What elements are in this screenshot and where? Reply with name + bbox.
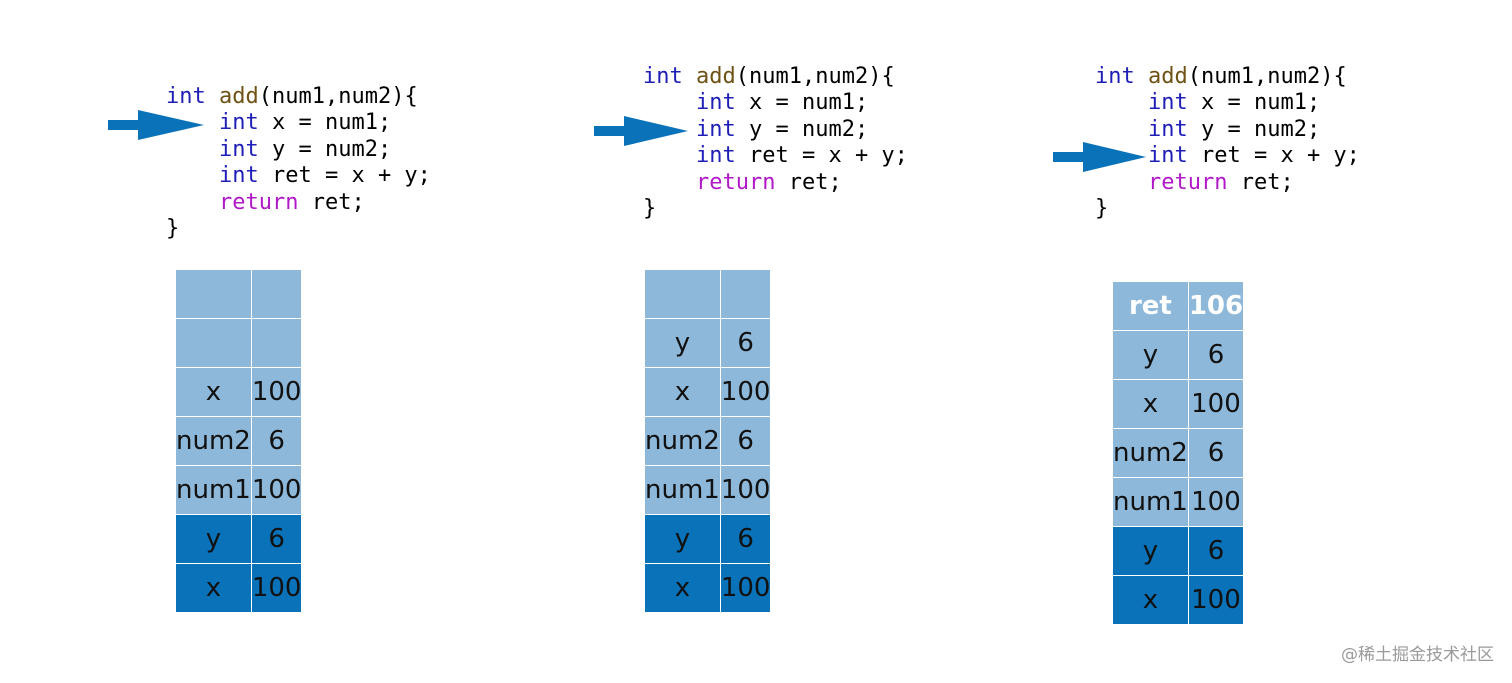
var-value-cell: 6 xyxy=(719,416,772,466)
execution-arrow-1 xyxy=(108,110,204,140)
var-name-cell xyxy=(175,269,252,319)
var-name-cell: num1 xyxy=(1112,477,1189,527)
var-value-cell xyxy=(250,318,303,368)
code-line-2: int x = num1; xyxy=(695,90,869,116)
var-value-cell: 106 xyxy=(1187,281,1245,331)
var-value-cell: 6 xyxy=(1187,330,1245,380)
var-name-cell: x xyxy=(175,367,252,417)
stack-row xyxy=(175,318,303,368)
stack-row xyxy=(644,269,772,319)
code-block-2: int add(num1,num2){ int x = num1; int y … xyxy=(643,64,908,222)
var-name-cell: x xyxy=(175,563,252,613)
code-block-1: int add(num1,num2){ int x = num1; int y … xyxy=(166,84,431,242)
code-line-5: return ret; xyxy=(1147,169,1294,195)
var-name-cell: y xyxy=(175,514,252,564)
var-value-cell xyxy=(719,269,772,319)
code-line-3: int y = num2; xyxy=(695,116,869,142)
var-name-cell: x xyxy=(1112,379,1189,429)
code-line-4: int ret = x + y; xyxy=(1147,143,1360,169)
code-line-3: int y = num2; xyxy=(218,136,392,162)
var-name-cell xyxy=(644,269,721,319)
var-value-cell: 100 xyxy=(250,465,303,515)
var-name-cell: x xyxy=(644,563,721,613)
code-line-6: } xyxy=(166,216,180,242)
var-name-cell: x xyxy=(644,367,721,417)
var-value-cell: 6 xyxy=(1187,526,1245,576)
execution-arrow-2 xyxy=(594,116,688,146)
code-block-3: int add(num1,num2){ int x = num1; int y … xyxy=(1095,64,1360,222)
var-value-cell xyxy=(250,269,303,319)
code-line-5: return ret; xyxy=(695,169,842,195)
code-line-5: return ret; xyxy=(218,189,365,215)
code-line-4: int ret = x + y; xyxy=(218,163,431,189)
code-line-4: int ret = x + y; xyxy=(695,143,908,169)
var-value-cell: 6 xyxy=(250,514,303,564)
var-name-cell: ret xyxy=(1112,281,1189,331)
code-line-2: int x = num1; xyxy=(1147,90,1321,116)
stack-row xyxy=(175,269,303,319)
var-name-cell: x xyxy=(1112,575,1189,625)
var-value-cell: 100 xyxy=(250,367,303,417)
var-value-cell: 100 xyxy=(1187,379,1245,429)
var-name-cell: y xyxy=(1112,526,1189,576)
var-name-cell: num2 xyxy=(175,416,252,466)
var-name-cell: y xyxy=(1112,330,1189,380)
var-name-cell: num2 xyxy=(644,416,721,466)
code-line-3: int y = num2; xyxy=(1147,116,1321,142)
var-name-cell: y xyxy=(644,318,721,368)
var-value-cell: 100 xyxy=(719,465,772,515)
var-name-cell: num1 xyxy=(175,465,252,515)
code-line-1: int add(num1,num2){ xyxy=(643,64,895,89)
code-line-6: } xyxy=(1095,196,1109,222)
var-value-cell: 6 xyxy=(719,318,772,368)
var-name-cell xyxy=(175,318,252,368)
var-value-cell: 100 xyxy=(1187,477,1245,527)
var-value-cell: 100 xyxy=(719,367,772,417)
watermark: @稀土掘金技术社区 xyxy=(1341,645,1494,665)
var-value-cell: 100 xyxy=(719,563,772,613)
code-line-2: int x = num1; xyxy=(218,110,392,136)
code-line-6: } xyxy=(643,196,657,222)
code-line-1: int add(num1,num2){ xyxy=(166,84,418,109)
var-name-cell: num1 xyxy=(644,465,721,515)
code-line-1: int add(num1,num2){ xyxy=(1095,64,1347,89)
var-value-cell: 100 xyxy=(1187,575,1245,625)
var-value-cell: 100 xyxy=(250,563,303,613)
var-name-cell: y xyxy=(644,514,721,564)
execution-arrow-3 xyxy=(1053,142,1146,172)
var-value-cell: 6 xyxy=(1187,428,1245,478)
var-name-cell: num2 xyxy=(1112,428,1189,478)
var-value-cell: 6 xyxy=(719,514,772,564)
var-value-cell: 6 xyxy=(250,416,303,466)
